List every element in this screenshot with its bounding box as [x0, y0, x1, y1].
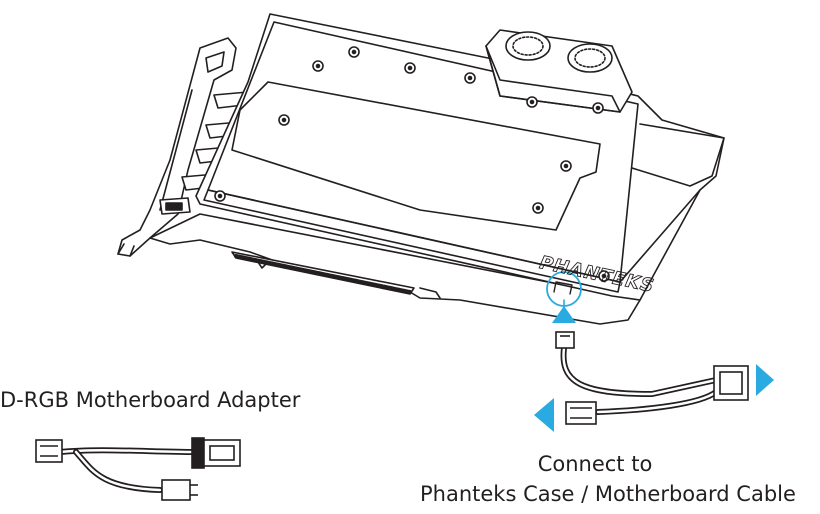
- connect-label-line2: Phanteks Case / Motherboard Cable: [420, 482, 796, 506]
- fitting-terminal: [485, 29, 633, 113]
- pcie-connector: [231, 251, 441, 299]
- cable-connectors: [555, 331, 749, 425]
- adapter-label: D-RGB Motherboard Adapter: [0, 388, 301, 412]
- connect-label: Connect to Phanteks Case / Motherboard C…: [420, 449, 796, 509]
- adapter-cable: [57, 447, 199, 493]
- left-arrow-icon: [534, 398, 554, 432]
- splitter-cable: [560, 345, 719, 415]
- adapter-connectors: [35, 437, 241, 501]
- screws: [214, 46, 610, 282]
- up-arrow-icon: [552, 306, 576, 323]
- connect-label-line1: Connect to: [537, 452, 653, 476]
- right-arrow-icon: [756, 364, 774, 396]
